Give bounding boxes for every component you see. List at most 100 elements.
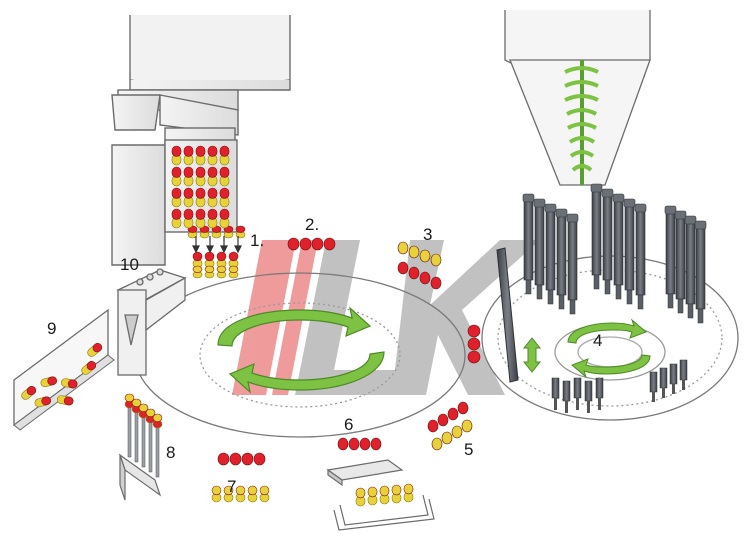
feeder-capsule	[183, 187, 194, 208]
tamping-pin	[665, 211, 676, 295]
station-3-body	[419, 249, 431, 263]
feeder-capsule-tilted	[223, 225, 234, 239]
feeder-capsule	[171, 208, 182, 229]
station-3-cap	[408, 266, 420, 280]
dosing-tube-tip	[576, 398, 579, 410]
feeder-capsule-tilted	[235, 225, 246, 239]
station-6-cap	[370, 437, 382, 451]
transfer-cap	[467, 337, 481, 351]
tamping-pin-tip	[626, 289, 633, 305]
tamping-pin-head	[674, 210, 687, 220]
tamping-pin-head	[533, 198, 546, 208]
feeder-capsule	[183, 166, 194, 187]
station-6-cap	[359, 437, 371, 451]
disc-rotation-arrow-icon	[567, 318, 651, 379]
ejected-capsules	[21, 343, 103, 408]
up-down-arrow-icon	[522, 337, 542, 373]
separated-capsule	[228, 251, 239, 269]
station-3-cap	[419, 271, 431, 285]
tamping-pin-tip	[547, 289, 554, 305]
station-10-unit	[116, 268, 187, 376]
tamping-pins	[522, 183, 707, 413]
feeder-capsule	[207, 208, 218, 229]
tamping-pin-head	[634, 203, 647, 213]
feeder-capsule	[219, 208, 230, 229]
station-1-label: 1.	[250, 231, 264, 250]
dosing-tube	[562, 380, 571, 402]
rack-pin	[155, 421, 160, 478]
ejected-capsule	[60, 378, 78, 389]
feeder-capsule	[195, 145, 206, 166]
station-6-closed-capsule	[355, 487, 366, 507]
tamping-pin-head	[522, 193, 535, 203]
tamping-pin-head	[601, 188, 614, 198]
station-5-cap	[437, 413, 449, 427]
tamping-pin-tip	[558, 294, 565, 310]
feeder-capsule	[219, 145, 230, 166]
feeder-capsule	[207, 145, 218, 166]
rack-pin-capsule	[152, 413, 163, 429]
dosing-tube	[659, 367, 668, 389]
station-6-closed-capsule	[367, 486, 378, 506]
station-6-label: 6	[344, 415, 353, 434]
station-9-ejection-chute	[13, 308, 115, 431]
tamping-pin-head	[664, 205, 677, 215]
station-10-label: 10	[120, 255, 139, 274]
feeder-capsule-stack	[171, 145, 246, 279]
dosing-tube	[669, 363, 678, 385]
feeder-capsule	[195, 166, 206, 187]
feeder-capsule	[219, 166, 230, 187]
tamping-pin-tip	[677, 298, 684, 314]
station-8-label: 8	[166, 443, 175, 462]
separated-capsule	[216, 251, 227, 269]
tamping-pin	[534, 204, 545, 286]
station-7-body	[211, 485, 222, 503]
station-5-body	[461, 419, 473, 433]
tamping-rod	[496, 247, 519, 383]
tamping-pin-head	[623, 198, 636, 208]
tamping-pin-tip	[593, 274, 600, 290]
tamping-pin	[567, 219, 578, 301]
station-6-cap	[348, 437, 360, 451]
dosing-tube-tip	[565, 401, 568, 413]
feeder-capsule	[195, 187, 206, 208]
station-3-label: 3	[423, 225, 432, 244]
clockwise-rotation-arrow-icon	[217, 306, 385, 394]
dosing-tube-tip	[598, 398, 601, 410]
dosing-tube	[573, 377, 582, 399]
ejected-capsule	[56, 395, 74, 406]
station-7-body	[259, 485, 270, 503]
feeder-capsule	[195, 208, 206, 229]
tamping-pin	[591, 189, 602, 276]
ejection-pins	[124, 393, 163, 478]
dosing-tube	[649, 371, 658, 393]
separation-arrows	[192, 236, 242, 254]
dosing-tube-tip	[682, 380, 685, 390]
station-6-closing-unit	[326, 459, 435, 531]
station-7-body	[247, 485, 258, 503]
rack-pin	[127, 401, 132, 458]
feeder-capsule	[207, 166, 218, 187]
station-2-cap	[299, 237, 312, 251]
dosing-tube	[551, 377, 560, 399]
station-7-body	[235, 485, 246, 503]
feeder-capsule	[183, 145, 194, 166]
separated-capsule	[216, 265, 227, 279]
station-capsule-groups	[211, 237, 481, 507]
station-7-label: 7	[227, 477, 236, 496]
auger-screw-icon	[564, 60, 599, 185]
tamping-pin-tip	[536, 284, 543, 300]
station-6-closed-capsule	[379, 485, 390, 505]
transfer-cap	[467, 324, 481, 338]
station-8-pin-rack	[118, 453, 162, 501]
rack-pin	[148, 416, 153, 473]
tamping-pin	[695, 226, 706, 310]
dosing-tube-tip	[662, 388, 665, 398]
feeder-capsule-tilted	[211, 225, 222, 239]
tamping-pin	[685, 221, 696, 305]
station-7-cap	[217, 452, 230, 466]
station-3-body	[397, 241, 409, 255]
station-5-label: 5	[464, 440, 473, 459]
separated-capsule	[228, 265, 239, 279]
station-5-cap	[457, 401, 469, 415]
